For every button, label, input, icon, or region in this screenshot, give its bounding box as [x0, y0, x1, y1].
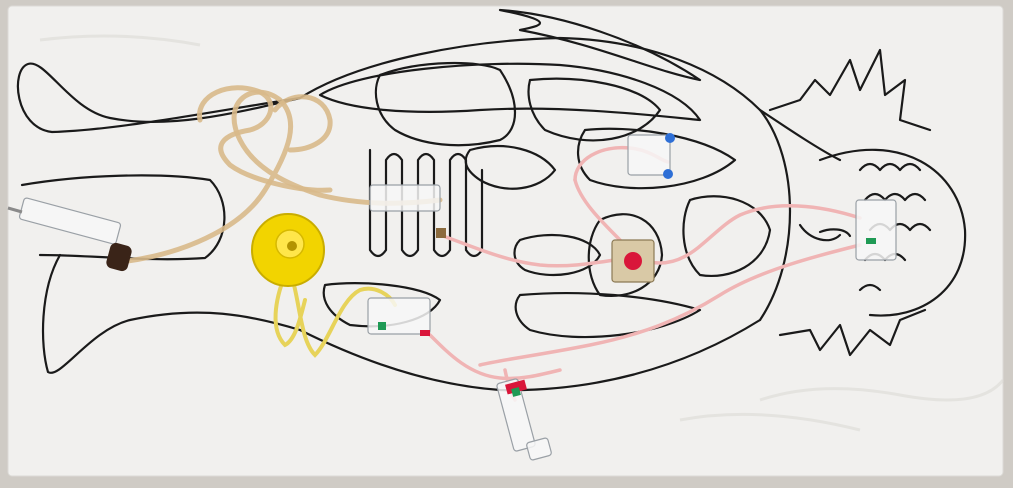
- gill-scallops: [858, 162, 932, 292]
- organ-heart-region: [587, 213, 664, 298]
- organ-chip-intestine: [369, 184, 441, 212]
- organ-chip-lower: [367, 297, 431, 335]
- connector: [436, 228, 446, 238]
- pink-tube-head: [648, 204, 862, 265]
- organ-gonad: [464, 145, 557, 190]
- syringe-tip: [511, 387, 521, 397]
- fabric-wrinkle: [679, 412, 861, 432]
- organ-chip-icon: [611, 239, 655, 283]
- blue-cap: [663, 169, 673, 179]
- tan-tube-loop: [197, 85, 333, 193]
- organ-chip-upper: [627, 134, 671, 176]
- eye: [818, 228, 852, 238]
- organ-top-lobe: [318, 62, 702, 122]
- blue-cap: [665, 133, 675, 143]
- syringe-icon: [7, 197, 132, 272]
- tail-fin-upper: [16, 62, 302, 134]
- yellow-reservoir: [251, 213, 325, 287]
- lower-spikes: [778, 308, 927, 357]
- left-syringe: [7, 197, 132, 272]
- mouth: [798, 223, 842, 242]
- gill-line: [758, 108, 792, 322]
- syringe-rod: [7, 206, 23, 214]
- organ-chip-head: [855, 199, 897, 261]
- syringe-icon: [496, 378, 552, 461]
- syringe-barrel: [496, 378, 536, 452]
- head-outline: [818, 148, 967, 317]
- body-outline-top: [298, 36, 842, 162]
- fish-drawing: [16, 8, 967, 392]
- tubing: [117, 85, 862, 402]
- syringe-plunger: [505, 379, 527, 395]
- green-marker: [378, 322, 386, 330]
- pink-tube-heart: [438, 233, 630, 268]
- intestine-loops: [368, 148, 484, 258]
- organ-spleen: [513, 233, 602, 277]
- reservoir-cap-icon: [251, 213, 325, 287]
- heart-chip: [611, 239, 655, 283]
- head-spikes: [768, 48, 932, 132]
- tan-tube: [117, 89, 443, 265]
- syringe-end: [526, 437, 552, 461]
- fabric-wrinkle: [39, 34, 201, 47]
- syringe-plunger: [106, 242, 132, 272]
- reservoir-hole: [287, 241, 297, 251]
- organ-gut-right: [682, 195, 772, 277]
- pink-tube-lower: [428, 333, 562, 381]
- whiteboard: [7, 5, 1004, 477]
- syringe-barrel: [18, 197, 122, 245]
- pink-tube-up-2: [573, 178, 622, 242]
- heart-chip-well: [624, 252, 642, 270]
- dorsal-fin: [498, 8, 702, 82]
- pink-tube-head-2: [478, 243, 862, 367]
- organ-liver: [374, 61, 517, 147]
- yellow-tube-2: [273, 273, 307, 348]
- red-connector: [420, 330, 430, 336]
- green-marker: [866, 238, 876, 244]
- tan-tube-loop-2: [272, 94, 333, 153]
- tail-fin-lower: [41, 253, 302, 374]
- fabric-wrinkle: [759, 379, 1005, 402]
- bottom-syringe: [496, 378, 552, 461]
- organ-stomach: [527, 77, 662, 142]
